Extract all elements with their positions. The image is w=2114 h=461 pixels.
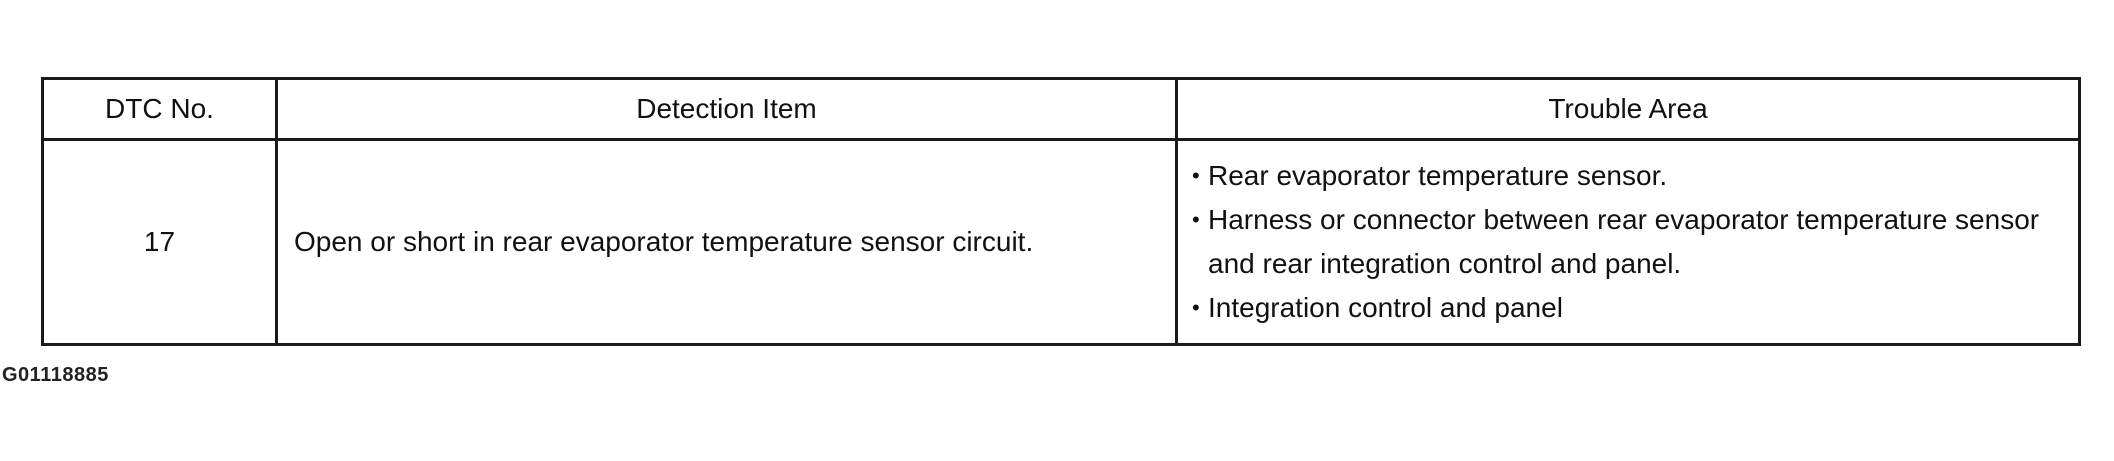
bullet-icon: • [1192, 163, 1200, 188]
cell-detection-item: Open or short in rear evaporator tempera… [275, 138, 1178, 346]
dtc-table: DTC No. Detection Item Trouble Area 17 O… [41, 77, 2081, 346]
header-trouble-area: Trouble Area [1175, 77, 2081, 141]
cell-dtc-no: 17 [41, 138, 278, 346]
figure-id: G01118885 [2, 364, 109, 386]
table-body: 17 Open or short in rear evaporator temp… [41, 138, 2081, 346]
trouble-area-list: • Rear evaporator temperature sensor. • … [1192, 154, 2070, 330]
table-row: 17 Open or short in rear evaporator temp… [41, 138, 2081, 346]
cell-trouble-area: • Rear evaporator temperature sensor. • … [1175, 138, 2081, 346]
bullet-icon: • [1192, 207, 1200, 232]
list-item: • Harness or connector between rear evap… [1192, 198, 2070, 286]
bullet-icon: • [1192, 295, 1200, 320]
list-item: • Integration control and panel [1192, 286, 2070, 330]
table-header: DTC No. Detection Item Trouble Area [41, 77, 2081, 141]
header-dtc-no: DTC No. [41, 77, 278, 141]
list-item: • Rear evaporator temperature sensor. [1192, 154, 2070, 198]
header-row: DTC No. Detection Item Trouble Area [41, 77, 2081, 141]
trouble-area-text: Harness or connector between rear evapor… [1208, 204, 2040, 279]
header-detection-item: Detection Item [275, 77, 1178, 141]
trouble-area-text: Integration control and panel [1208, 292, 1563, 323]
trouble-area-text: Rear evaporator temperature sensor. [1208, 160, 1668, 191]
